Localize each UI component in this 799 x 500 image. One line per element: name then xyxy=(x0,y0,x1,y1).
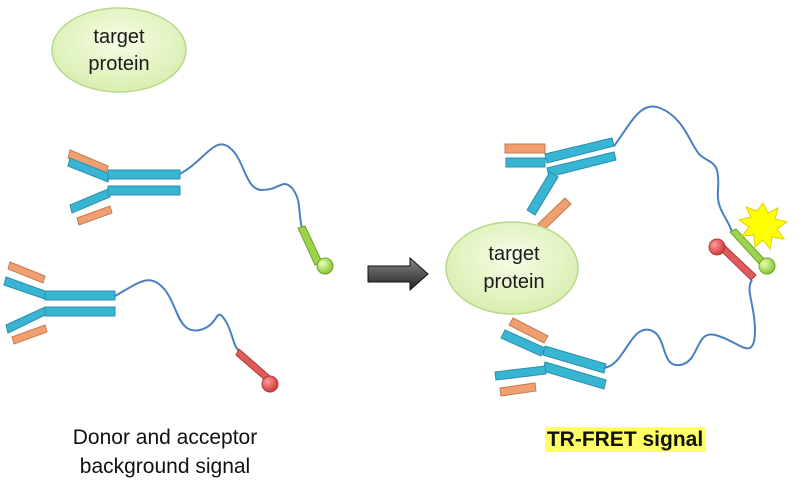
tr-fret-signal-label: TR-FRET signal xyxy=(544,427,706,452)
right-target-protein: target protein xyxy=(445,221,579,315)
left-upper-antibody xyxy=(67,149,181,226)
left-lower-antibody xyxy=(3,261,116,345)
right-lower-antibody xyxy=(494,317,607,397)
right-upper-linker xyxy=(613,105,733,233)
fret-burst-icon xyxy=(737,202,789,251)
left-caption: Donor and acceptor background signal xyxy=(10,423,320,481)
right-protein-label-2: protein xyxy=(483,271,544,293)
left-caption-line2: background signal xyxy=(79,455,251,478)
left-lower-linker xyxy=(114,279,241,353)
transition-arrow-icon xyxy=(367,256,429,292)
left-target-protein: target protein xyxy=(51,7,187,93)
left-caption-line1: Donor and acceptor xyxy=(72,426,258,449)
left-protein-label-2: protein xyxy=(88,53,149,75)
left-upper-linker xyxy=(179,143,303,229)
right-caption: TR-FRET signal xyxy=(530,425,720,454)
right-upper-antibody xyxy=(504,137,617,231)
left-protein-label-1: target xyxy=(93,26,145,48)
right-donor-label xyxy=(708,238,757,281)
right-lower-linker xyxy=(603,279,757,369)
left-donor-label xyxy=(235,348,279,393)
right-protein-label-1: target xyxy=(488,243,540,265)
right-acceptor-label xyxy=(729,228,776,275)
left-acceptor-label xyxy=(297,225,334,275)
